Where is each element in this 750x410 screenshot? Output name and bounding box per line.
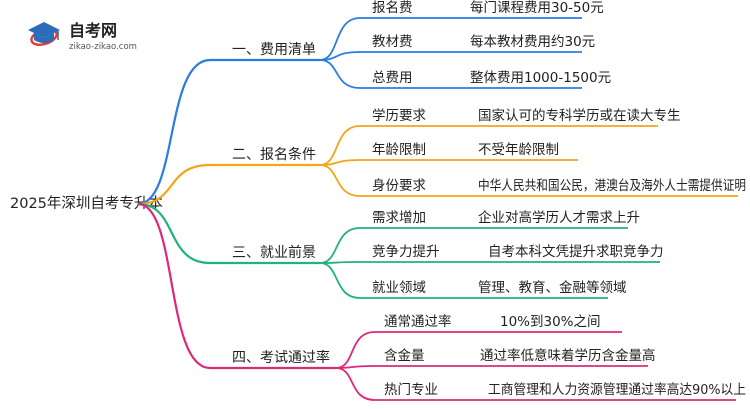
leaf-value: 国家认可的专科学历或在读大专生 (478, 107, 681, 124)
leaf-connector (319, 51, 361, 61)
leaf-key: 通常通过率 (384, 313, 452, 330)
leaf-value: 工商管理和人力资源管理通过率高达90%以上 (488, 381, 746, 398)
branch-connector (137, 58, 211, 206)
leaf-value: 不受年龄限制 (478, 142, 559, 158)
leaf-item: 含金量 通过率低意味着学历含金量高 (335, 347, 656, 369)
leaf-key: 含金量 (384, 348, 425, 364)
branch-connector (137, 202, 211, 370)
leaf-item: 身份要求 中华人民共和国公民，港澳台及海外人士需提供证明 (319, 164, 746, 197)
leaf-key: 身份要求 (372, 178, 426, 194)
leaf-connector (319, 125, 361, 166)
leaf-item: 通常通过率 10%到30%之间 (335, 313, 622, 369)
leaf-key: 年龄限制 (372, 142, 426, 158)
leaf-connector (319, 17, 361, 61)
leaf-value: 管理、教育、金融等领域 (478, 279, 627, 296)
leaf-value: 每门课程费用30-50元 (470, 0, 604, 16)
branch-connector (137, 163, 211, 206)
branch-label: 四、考试通过率 (232, 349, 330, 366)
leaf-key: 竞争力提升 (372, 243, 440, 260)
leaf-item: 报名费 每门课程费用30-50元 (319, 0, 604, 61)
leaf-item: 年龄限制 不受年龄限制 (319, 142, 578, 166)
branch-label: 二、报名条件 (232, 146, 316, 163)
logo-url: zikao-zikao.com (69, 42, 137, 52)
leaf-key: 热门专业 (384, 382, 438, 398)
branch-connector (137, 202, 211, 265)
leaf-value: 自考本科文凭提升求职竞争力 (488, 243, 664, 260)
logo-name: 自考网 (69, 21, 117, 40)
leaf-value: 整体费用1000-1500元 (470, 70, 611, 86)
leaf-item: 热门专业 工商管理和人力资源管理通过率高达90%以上 (335, 367, 746, 401)
leaf-connector (335, 331, 376, 369)
leaf-connector (335, 367, 376, 401)
leaf-value: 10%到30%之间 (500, 314, 601, 330)
leaf-connector (319, 59, 361, 89)
branch-label: 一、费用清单 (232, 42, 316, 58)
leaf-key: 学历要求 (372, 108, 426, 124)
branch-label: 三、就业前景 (232, 244, 316, 261)
leaf-key: 需求增加 (372, 210, 426, 226)
leaf-item: 竞争力提升 自考本科文凭提升求职竞争力 (319, 243, 664, 264)
leaf-item: 教材费 每本教材费用约30元 (319, 34, 595, 61)
leaf-value: 中华人民共和国公民，港澳台及海外人士需提供证明 (478, 178, 746, 194)
leaf-item: 总费用 整体费用1000-1500元 (319, 59, 611, 89)
graduation-cap-icon (28, 22, 60, 46)
root-topic: 2025年深圳自考专升本 (10, 195, 163, 212)
leaf-key: 教材费 (372, 34, 413, 50)
leaf-key: 总费用 (372, 70, 413, 86)
leaf-connector (319, 227, 361, 264)
leaf-item: 需求增加 企业对高学历人才需求上升 (319, 209, 640, 264)
leaf-item: 就业领域 管理、教育、金融等领域 (319, 262, 627, 299)
leaf-connector (319, 261, 361, 264)
leaf-connector (319, 164, 361, 197)
leaf-key: 就业领域 (372, 280, 426, 296)
leaf-value: 通过率低意味着学历含金量高 (480, 347, 656, 364)
leaf-value: 每本教材费用约30元 (470, 34, 595, 50)
leaf-connector (319, 262, 361, 299)
leaf-value: 企业对高学历人才需求上升 (478, 209, 640, 226)
site-logo: 自考网 zikao-zikao.com (28, 21, 137, 52)
leaf-key: 报名费 (372, 0, 413, 16)
